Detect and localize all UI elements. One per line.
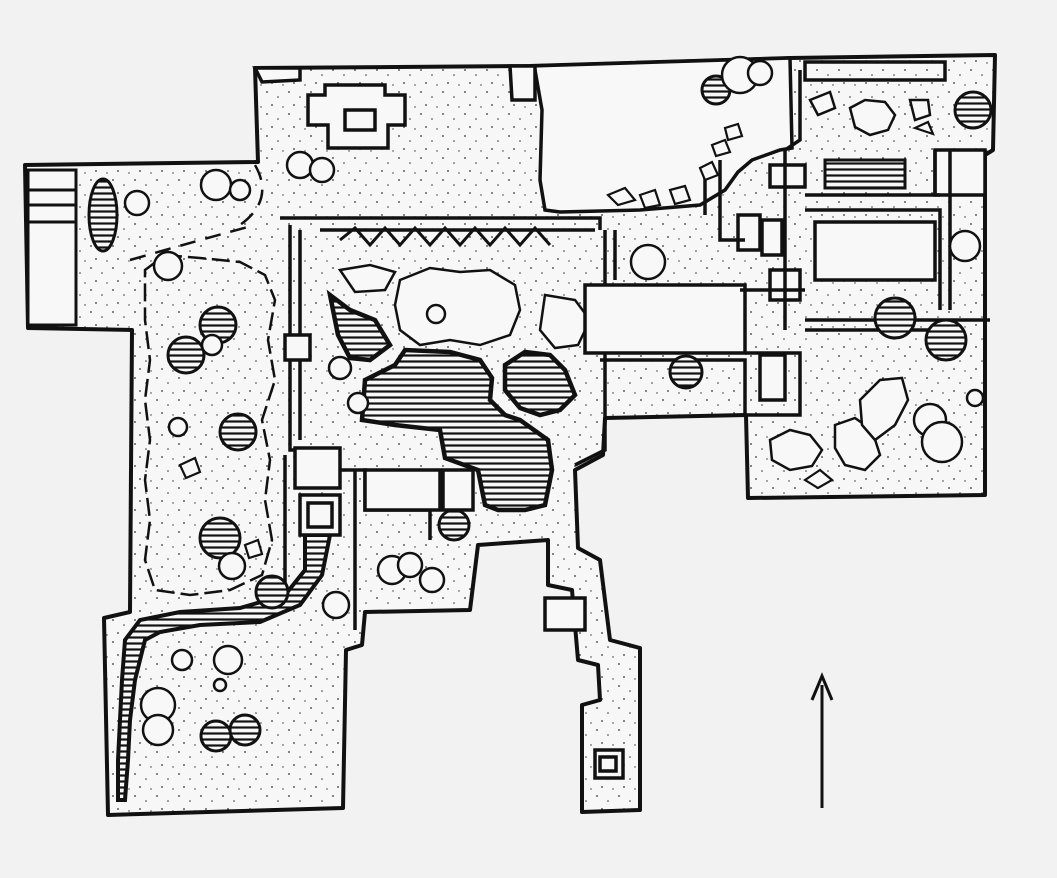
open-trees	[123, 55, 985, 747]
pond	[326, 289, 578, 513]
lattice-fence	[339, 225, 552, 248]
pavilion-north	[252, 64, 537, 150]
shrub-clumps	[768, 90, 932, 472]
north-arrow	[810, 672, 834, 808]
stepping-stones	[178, 120, 935, 560]
west-wing	[26, 164, 264, 327]
west-rock-border	[143, 253, 277, 597]
east-buildings	[583, 60, 987, 402]
hatched-trees	[87, 74, 993, 753]
south-entry	[283, 333, 625, 780]
tree-hatched	[87, 177, 119, 253]
rockery	[337, 263, 592, 350]
east-hatched-hall	[823, 158, 907, 190]
east-walls	[600, 70, 990, 417]
